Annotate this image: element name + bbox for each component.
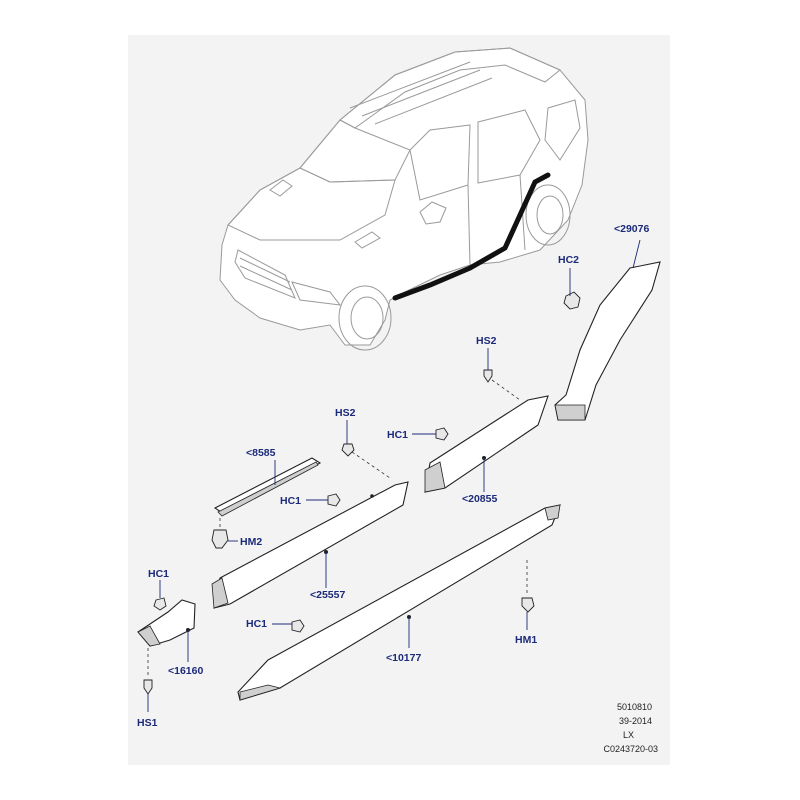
fastener-hs2-lower bbox=[341, 420, 391, 479]
callout-fastener-hm1: HM1 bbox=[515, 634, 537, 646]
drawing-reference: C0243720-03 bbox=[603, 744, 658, 754]
fastener-hm2 bbox=[211, 518, 238, 549]
part-16160-front-corner-trim bbox=[137, 599, 196, 662]
part-20855-rear-door-moulding bbox=[424, 395, 549, 493]
callout-fastener-hc1-left: HC1 bbox=[148, 568, 169, 580]
fastener-hs2-upper bbox=[483, 348, 521, 401]
callout-part-20855: <20855 bbox=[462, 493, 497, 505]
drawing-number: 5010810 bbox=[617, 702, 652, 712]
callout-fastener-hc1-upper: HC1 bbox=[387, 429, 408, 441]
callout-fastener-hc2: HC2 bbox=[558, 254, 579, 266]
callout-part-29076: <29076 bbox=[614, 223, 649, 235]
callout-fastener-hs1: HS1 bbox=[137, 717, 158, 729]
callout-fastener-hs2-lower: HS2 bbox=[335, 407, 356, 419]
part-8585-tread-plate bbox=[213, 457, 322, 517]
part-25557-front-door-moulding bbox=[211, 481, 409, 609]
part-10177-sill-moulding bbox=[237, 504, 561, 701]
drawing-info-block: 5010810 39-2014 LX C0243720-03 bbox=[603, 702, 658, 754]
vehicle-illustration bbox=[219, 47, 589, 351]
fastener-hc2 bbox=[563, 268, 581, 310]
callout-fastener-hm2: HM2 bbox=[240, 536, 262, 548]
callout-part-8585: <8585 bbox=[246, 447, 276, 459]
callout-part-16160: <16160 bbox=[168, 665, 203, 677]
fastener-hc1-middle bbox=[306, 493, 341, 507]
callout-part-25557: <25557 bbox=[310, 589, 345, 601]
drawing-date: 39-2014 bbox=[619, 716, 652, 726]
drawing-model-code: LX bbox=[623, 730, 634, 740]
part-29076-rear-wheel-arch-moulding bbox=[554, 239, 661, 421]
callout-fastener-hs2-upper: HS2 bbox=[476, 335, 497, 347]
callout-fastener-hc1-middle: HC1 bbox=[280, 495, 301, 507]
fastener-hc1-lower bbox=[272, 619, 305, 633]
fastener-hm1 bbox=[521, 560, 535, 630]
fastener-hs1 bbox=[143, 648, 153, 712]
fastener-hc1-left bbox=[153, 580, 167, 611]
fastener-hc1-upper bbox=[412, 427, 449, 441]
callout-part-10177: <10177 bbox=[386, 652, 421, 664]
callout-fastener-hc1-lower: HC1 bbox=[246, 618, 267, 630]
